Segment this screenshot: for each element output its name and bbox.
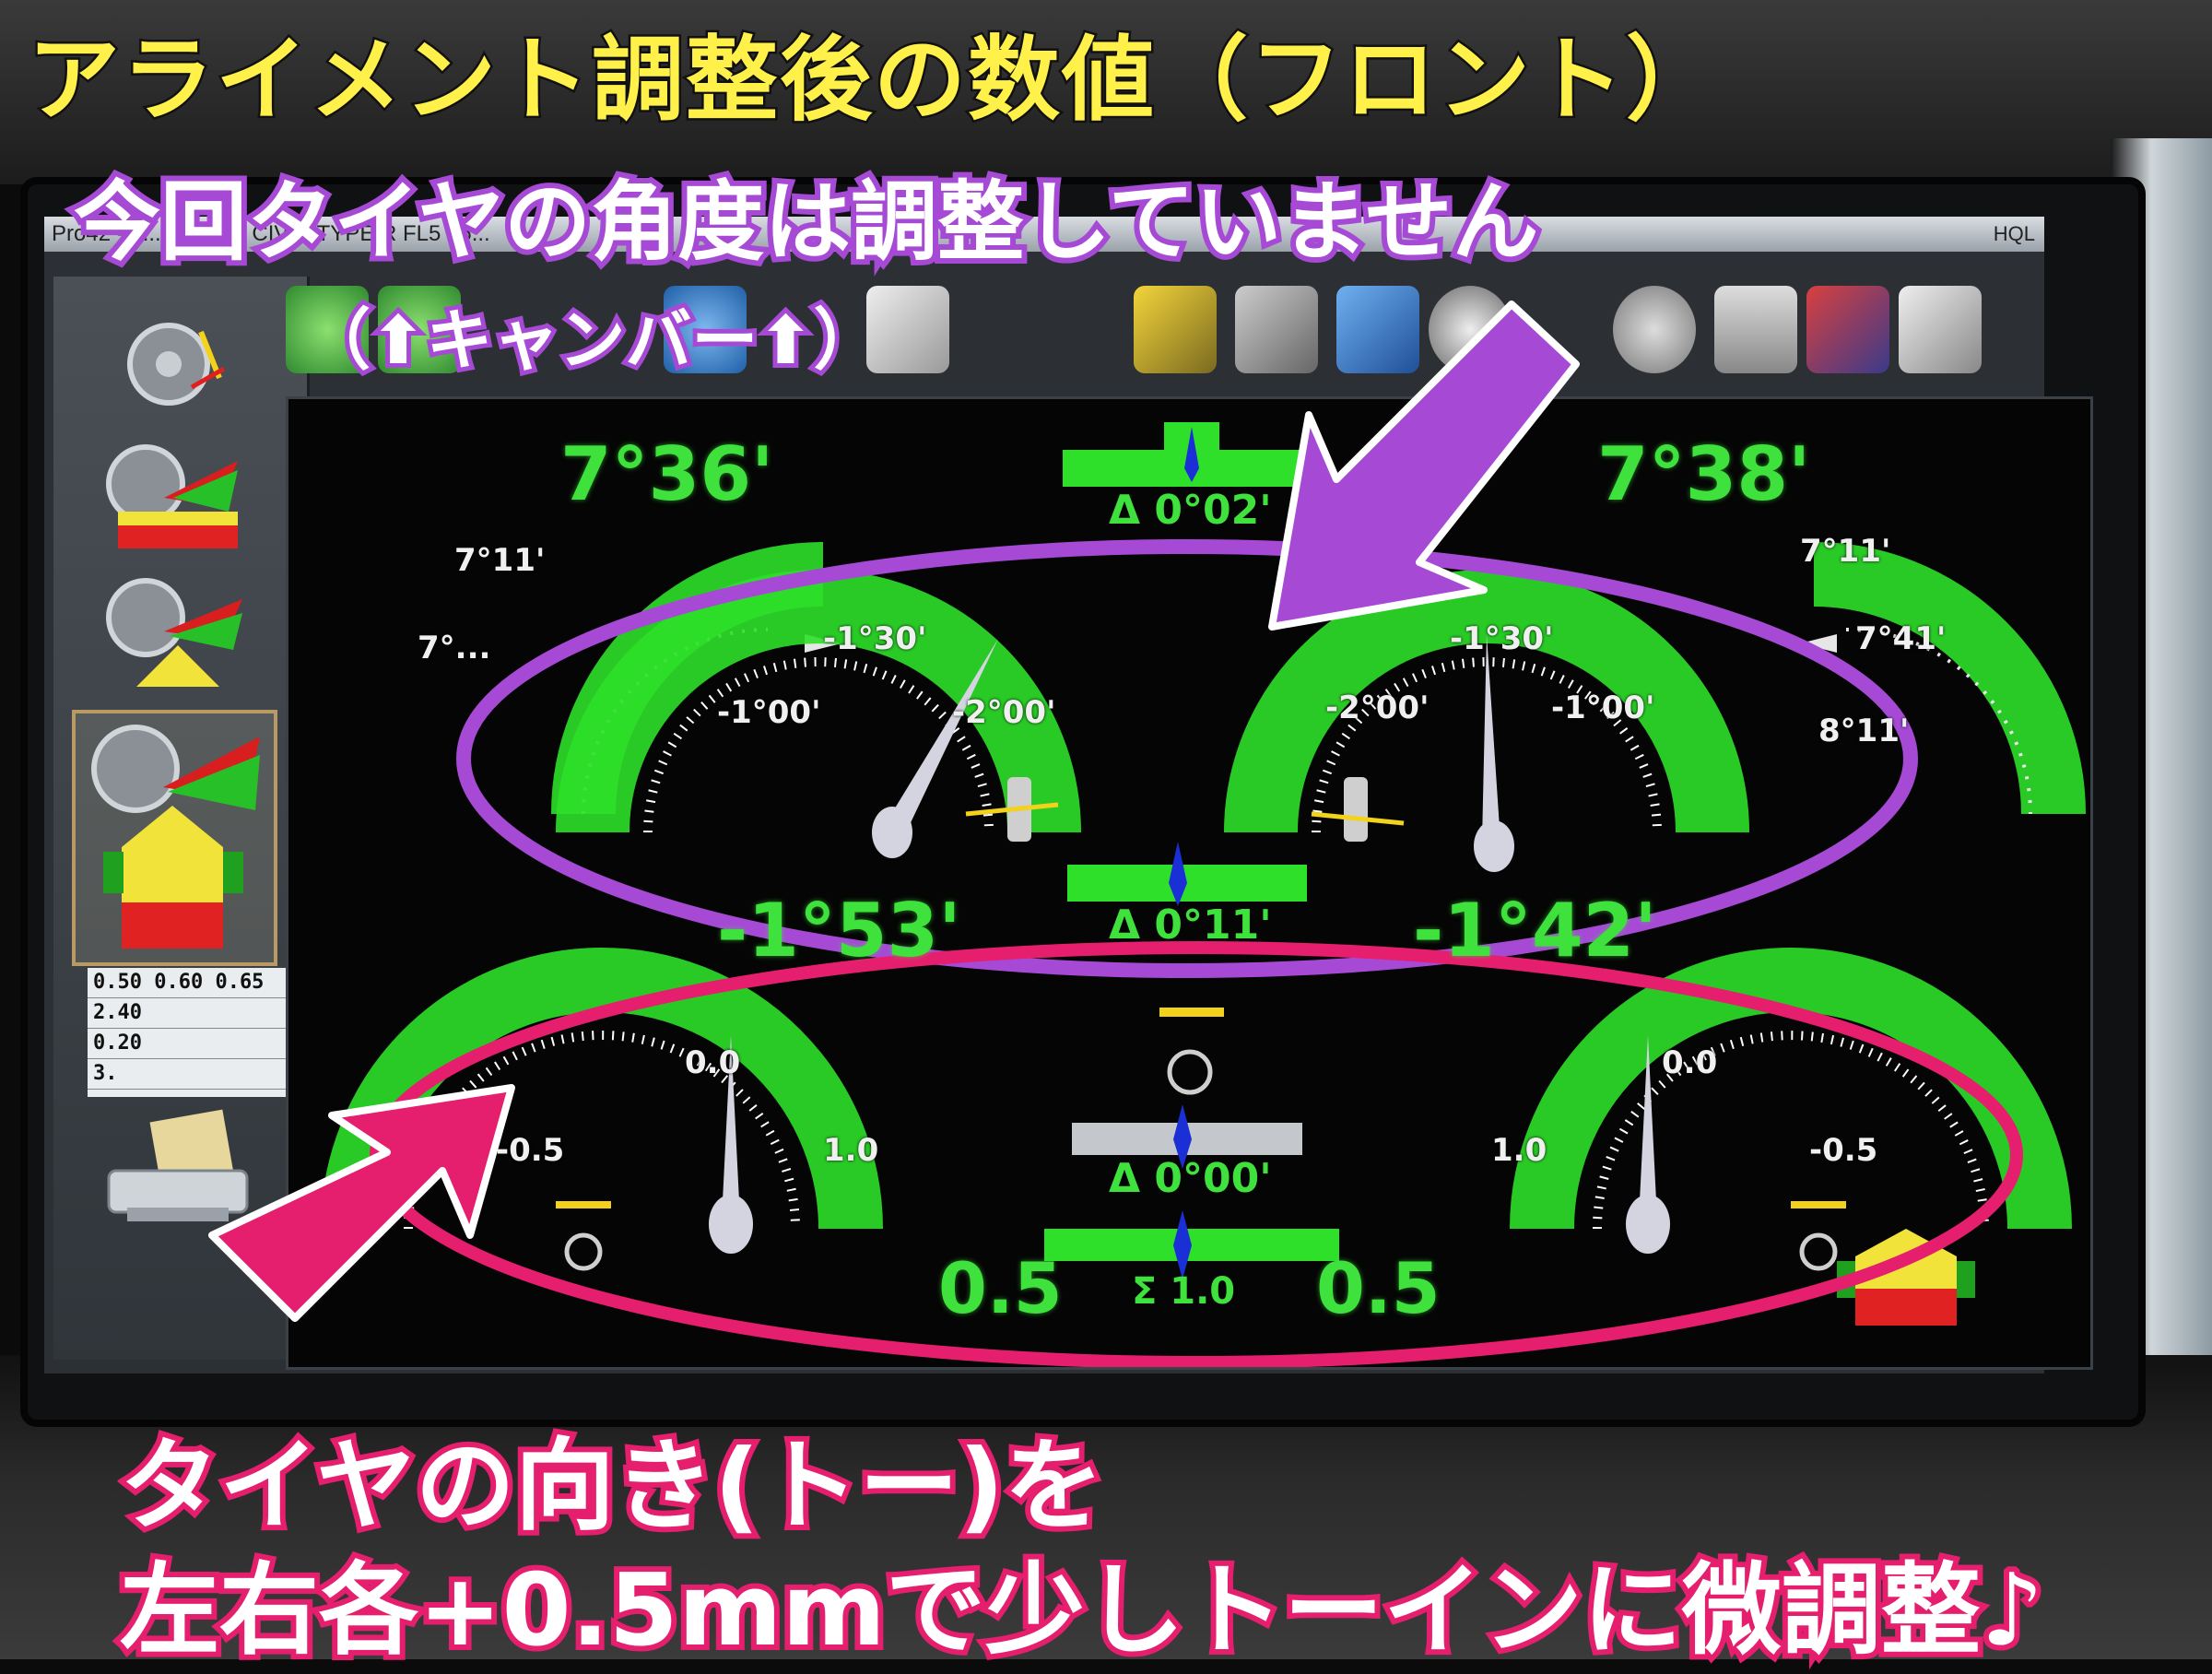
sidebar-item-toe[interactable]	[81, 572, 265, 691]
camber-left-tick: -1°30'	[823, 620, 927, 657]
wheel-toe-icon	[106, 578, 242, 687]
summary-row: 2.40	[88, 998, 300, 1029]
wheel-settings-icon[interactable]	[1613, 286, 1696, 373]
camber-left-value: -1°53'	[717, 888, 961, 973]
camber-delta: Δ 0°11'	[1109, 902, 1272, 949]
toe-left-tick: 1.0	[823, 1132, 879, 1169]
sidebar-item-front-selected[interactable]	[72, 710, 277, 966]
summary-row: 0.50 0.60 0.65	[88, 968, 300, 998]
summary-table: 0.50 0.60 0.65 2.40 0.20 3.	[88, 968, 300, 1097]
toe-right-tick: 0.0	[1662, 1044, 1718, 1081]
toe-wheel-icons	[556, 1008, 1846, 1271]
toe-total: Σ 1.0	[1132, 1270, 1236, 1313]
toe-right-tick: 1.0	[1491, 1132, 1547, 1169]
summary-row: 0.20	[88, 1029, 300, 1059]
camber-left-tick: -1°00'	[717, 694, 821, 731]
caption-camber-note: （⬆キャンバー⬆）	[300, 297, 885, 383]
info-icon[interactable]	[1336, 286, 1419, 373]
caption-title: アライメント調整後の数値（フロント）	[26, 24, 1721, 136]
camber-highlight-ellipse	[456, 539, 1918, 978]
lock-icon[interactable]	[1714, 286, 1797, 373]
camber-left-gauge	[556, 570, 1081, 858]
summary-row: 3.	[88, 1059, 300, 1090]
camber-left-tick: -2°00'	[952, 694, 1056, 731]
tools-icon[interactable]	[1235, 286, 1318, 373]
monitor-brand: HQL	[1993, 222, 2035, 245]
camber-right-value: -1°42'	[1413, 888, 1657, 973]
printer-icon	[107, 1109, 249, 1221]
caster-right-gauge	[1800, 542, 2086, 815]
wheel-camber-icon	[106, 444, 238, 548]
sidebar	[53, 277, 310, 1360]
sidebar-item-print[interactable]	[81, 1106, 265, 1226]
wheel-caster-icon	[127, 323, 226, 406]
camber-right-tick: -2°00'	[1325, 690, 1430, 726]
caption-subtitle: 今回タイヤの角度は調整していません	[68, 167, 1545, 278]
car-photo-icon[interactable]	[1806, 286, 1889, 373]
caster-delta: Δ 0°02'	[1109, 487, 1272, 534]
toe-right-value: 0.5	[1316, 1247, 1441, 1329]
toe-left-value: 0.5	[938, 1247, 1063, 1329]
toe-left-gauge	[321, 948, 883, 1254]
toe-delta: Δ 0°00'	[1109, 1155, 1272, 1202]
car-status-icon	[1837, 1229, 1975, 1326]
home-icon[interactable]	[286, 286, 369, 373]
window-title: Pro42 - 5... HONDA CIVIC TYPE R FL5 26..…	[44, 217, 2044, 252]
camber-right-tick: -1°30'	[1450, 620, 1554, 657]
toe-delta-level	[1044, 1104, 1339, 1279]
exit-icon[interactable]	[1899, 286, 1982, 373]
toe-right-gauge	[1510, 948, 2072, 1254]
vehicle-spec-icon[interactable]	[866, 286, 949, 373]
car-icon	[91, 725, 260, 949]
toe-left-tick: 0.0	[685, 1044, 741, 1081]
caster-left-tick: 7°...	[418, 630, 491, 666]
sidebar-item-caster[interactable]	[81, 304, 265, 424]
toe-left-tick: -0.5	[496, 1132, 565, 1169]
toe-right-tick: -0.5	[1809, 1132, 1878, 1169]
caster-delta-level	[1063, 422, 1312, 487]
sidebar-item-camber[interactable]	[81, 433, 265, 553]
photo-background-top	[0, 0, 2212, 184]
caster-left-tick: 7°11'	[454, 542, 546, 579]
caster-right-value: 7°38'	[1597, 431, 1811, 517]
caption-toe-line2: 左右各+0.5mmで少しトーインに微調整♪	[114, 1548, 2050, 1674]
camber-delta-level	[1067, 842, 1307, 906]
caster-left-value: 7°36'	[560, 431, 774, 517]
help-icon[interactable]	[664, 286, 747, 373]
measure-icon[interactable]	[1134, 286, 1217, 373]
caster-right-tick: 8°11'	[1818, 713, 1910, 749]
caption-toe-line1: タイヤの向き(トー)を	[114, 1423, 1109, 1550]
caster-right-tick: 7°41'	[1855, 620, 1947, 657]
camber-wheel-icons	[965, 777, 1405, 842]
camber-right-tick: -1°00'	[1551, 690, 1655, 726]
caster-right-tick: 7°11'	[1800, 533, 1891, 570]
zoom-icon[interactable]	[1429, 286, 1512, 373]
alignment-gauge-panel: 7°36' 7°38' Δ 0°02' 7°11' 7°... 7°11' 7°…	[286, 396, 2093, 1370]
back-icon[interactable]	[378, 286, 461, 373]
